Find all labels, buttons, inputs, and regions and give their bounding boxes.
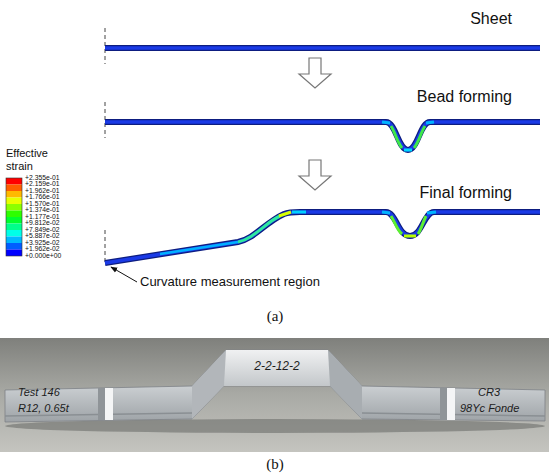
photo-ground xyxy=(0,338,549,452)
strain-spot xyxy=(160,242,238,254)
panel-label: (a) xyxy=(267,308,284,325)
handwritten-note: R12, 0.65t xyxy=(18,402,69,415)
bead-light xyxy=(105,388,113,420)
step-arrow xyxy=(299,160,331,190)
stage-title: Final forming xyxy=(420,184,512,202)
specimen-photo xyxy=(0,338,549,452)
strain-spot xyxy=(391,126,402,148)
symmetry-line xyxy=(105,230,106,262)
sheet-outline xyxy=(105,45,540,51)
strain-spot xyxy=(404,149,412,152)
hat-wall xyxy=(328,350,362,419)
color-band xyxy=(6,204,22,211)
step-arrow xyxy=(299,58,331,88)
strain-spot xyxy=(404,235,416,238)
color-bar xyxy=(6,178,22,256)
stage-title: Sheet xyxy=(470,10,512,28)
color-band xyxy=(6,250,22,257)
strain-spot xyxy=(414,126,425,148)
specimen-strip xyxy=(5,350,545,422)
color-bar-frame xyxy=(6,178,22,256)
color-band xyxy=(6,185,22,192)
final-profile xyxy=(105,212,540,263)
bead-light xyxy=(447,388,455,420)
color-band xyxy=(6,198,22,205)
bead-shade xyxy=(98,388,105,420)
strain-spot xyxy=(426,122,434,123)
bead-fill xyxy=(105,122,540,150)
bead-shade xyxy=(440,388,447,420)
color-band xyxy=(6,211,22,218)
color-band xyxy=(6,224,22,231)
color-band xyxy=(6,230,22,237)
panel-label: (b) xyxy=(266,456,284,473)
color-band xyxy=(6,191,22,198)
color-band xyxy=(6,237,22,244)
hat-wall xyxy=(192,350,226,419)
legend-title: Effective strain xyxy=(6,147,66,172)
handwritten-note: CR3 xyxy=(478,386,500,399)
final-fill xyxy=(105,212,540,263)
strain-spot xyxy=(427,212,436,213)
strain-spot xyxy=(382,122,390,123)
sheet-profile xyxy=(105,48,540,49)
bead-outline xyxy=(105,122,540,150)
stage-title: Bead forming xyxy=(417,88,512,106)
callout-label: Curvature measurement region xyxy=(140,275,320,290)
leader-arrow xyxy=(111,267,137,282)
hat-top xyxy=(224,350,330,386)
strain-spot xyxy=(391,216,402,234)
color-band xyxy=(6,243,22,250)
strain-spot xyxy=(238,216,280,242)
final-outline xyxy=(105,212,540,263)
color-band xyxy=(6,217,22,224)
symmetry-lines xyxy=(105,28,106,262)
strain-spot xyxy=(292,211,306,214)
color-band xyxy=(6,178,22,185)
handwritten-note: 98Yc Fonde xyxy=(460,402,519,415)
strain-spot xyxy=(382,212,390,213)
strain-spot xyxy=(418,216,426,234)
bead-profile xyxy=(105,122,540,150)
handwritten-note: 2-2-12-2 xyxy=(254,360,299,374)
handwritten-note: Test 146 xyxy=(18,386,60,399)
legend-value: +0.000e+00 xyxy=(25,253,61,260)
sheet-fill xyxy=(105,46,540,50)
strain-spot xyxy=(279,212,291,216)
